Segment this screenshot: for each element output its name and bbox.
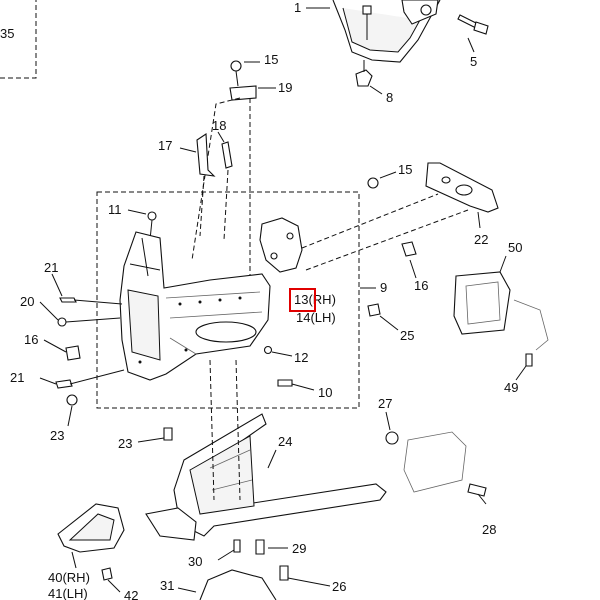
part-12-screw [263,345,273,355]
part-28-bolt [467,483,487,497]
callout-50: 50 [508,240,522,255]
callout-42: 42 [124,588,138,600]
callout-16-left: 16 [24,332,38,347]
part-10-clip [277,379,293,387]
callout-18: 18 [212,118,226,133]
part-21-pin-upper [59,297,123,305]
callout-26: 26 [332,579,346,594]
dashed-box-topleft [0,0,37,79]
part-8-nut [355,60,373,87]
highlight-box [289,288,316,312]
callout-11: 11 [108,202,122,217]
part-24-lower-frame [145,413,387,541]
part-23-bolt-upper [66,394,78,406]
callout-23-lower: 23 [118,436,132,451]
callout-35: 35 [0,26,14,41]
part-25-clip [367,303,381,317]
part-15-screw-right [367,177,379,189]
part-13-14-main-frame [119,231,271,381]
part-small-bolt-top [362,5,372,40]
callout-27: 27 [378,396,392,411]
callout-23-upper: 23 [50,428,64,443]
callout-10: 10 [318,385,332,400]
dashed-frame-main [96,191,360,409]
callout-1: 1 [294,0,301,15]
part-30-bolt [233,539,241,553]
callout-20: 20 [20,294,34,309]
callout-15-right: 15 [398,162,412,177]
part-5-bolt [457,14,489,35]
callout-25: 25 [400,328,414,343]
part-31-panel [199,569,277,600]
part-42-nut [101,567,113,581]
part-17-plate [196,133,216,177]
callout-9: 9 [380,280,387,295]
part-27-washer [385,431,399,445]
callout-49: 49 [504,380,518,395]
callout-31: 31 [160,578,174,593]
callout-28: 28 [482,522,496,537]
part-19-bracket [229,85,257,101]
callout-29: 29 [292,541,306,556]
callout-17: 17 [158,138,172,153]
part-29-bolt [255,539,265,555]
part-hinge-assembly [259,217,303,273]
part-18-clip [221,141,233,169]
callout-5: 5 [470,54,477,69]
callout-16-right: 16 [414,278,428,293]
part-1-top-bracket [332,0,441,63]
part-21-pin-lower [55,369,125,389]
part-40-41-bracket [57,503,125,553]
callout-24: 24 [278,434,292,449]
part-16-block-left [65,345,81,361]
part-22-bracket [425,162,499,213]
callout-12: 12 [294,350,308,365]
part-49-bolt [525,353,533,367]
part-50-plate [453,271,511,335]
callout-14-lh: 14(LH) [296,310,336,325]
part-20-rivet [57,317,121,327]
callout-21-lower: 21 [10,370,24,385]
callout-22: 22 [474,232,488,247]
part-23-bolt-lower [163,427,173,441]
callout-30: 30 [188,554,202,569]
part-27-28-bracket [403,431,467,493]
part-15-screw-top [230,60,242,87]
callout-8: 8 [386,90,393,105]
callout-21-upper: 21 [44,260,58,275]
callout-15-top: 15 [264,52,278,67]
callout-41-lh: 41(LH) [48,586,88,600]
part-16-block-right [401,241,417,257]
callout-19: 19 [278,80,292,95]
callout-40-rh: 40(RH) [48,570,90,585]
part-26-bolt [279,565,289,581]
